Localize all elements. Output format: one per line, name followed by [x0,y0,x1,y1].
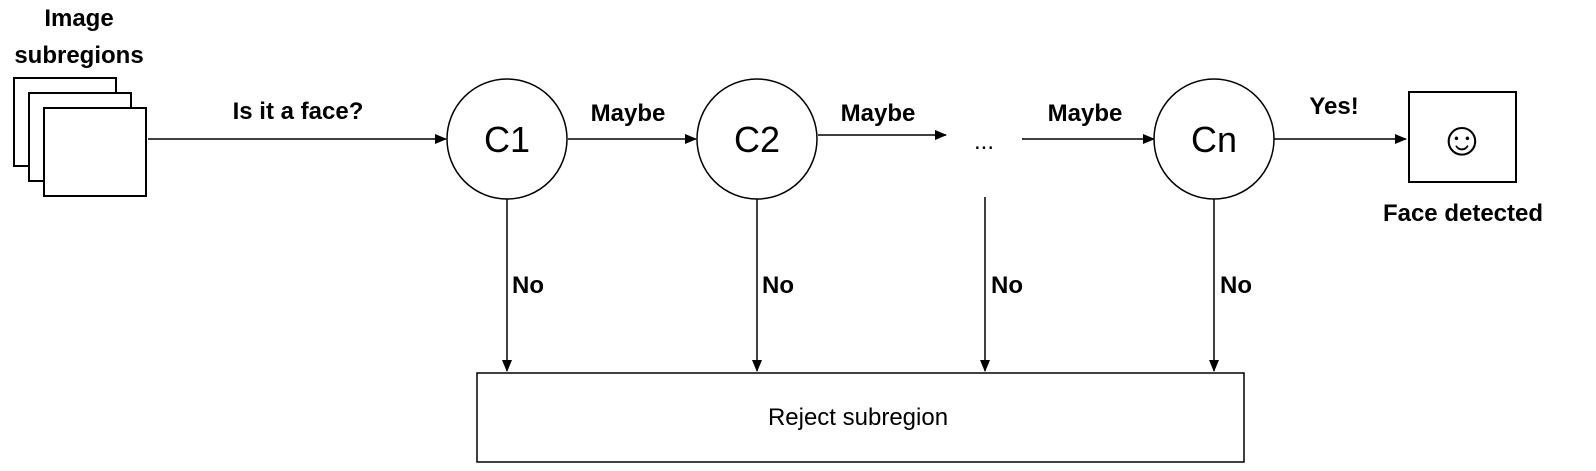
face-output-box: ☺ [1408,91,1517,183]
reject-box-frame [476,372,1245,463]
input-title-line2: subregions [14,42,143,69]
reject-box: Reject subregion [476,372,1245,463]
classifier-c1-label: C1 [484,119,530,160]
label-yes: Yes! [1309,93,1358,120]
face-output-frame [1408,91,1517,183]
reject-box-label: Reject subregion [768,404,948,431]
label-maybe-1: Maybe [591,100,666,127]
label-maybe-3: Maybe [1048,100,1123,127]
classifier-c2: C2 [696,78,818,200]
label-question: Is it a face? [233,98,364,125]
face-detected-label: Face detected [1383,200,1543,227]
classifier-cn-label: Cn [1191,119,1237,160]
classifier-cn: Cn [1153,78,1275,200]
label-no-4: No [1220,272,1252,299]
image-stack [13,77,147,197]
label-no-3: No [991,272,1023,299]
classifier-c2-label: C2 [734,119,780,160]
classifier-ellipsis: ... [974,128,994,155]
label-no-2: No [762,272,794,299]
smiley-face-icon: ☺ [1437,113,1486,166]
label-maybe-2: Maybe [841,100,916,127]
image-frame-front [43,107,147,197]
classifier-c1: C1 [446,78,568,200]
label-no-1: No [512,272,544,299]
input-title-line1: Image [44,5,113,32]
